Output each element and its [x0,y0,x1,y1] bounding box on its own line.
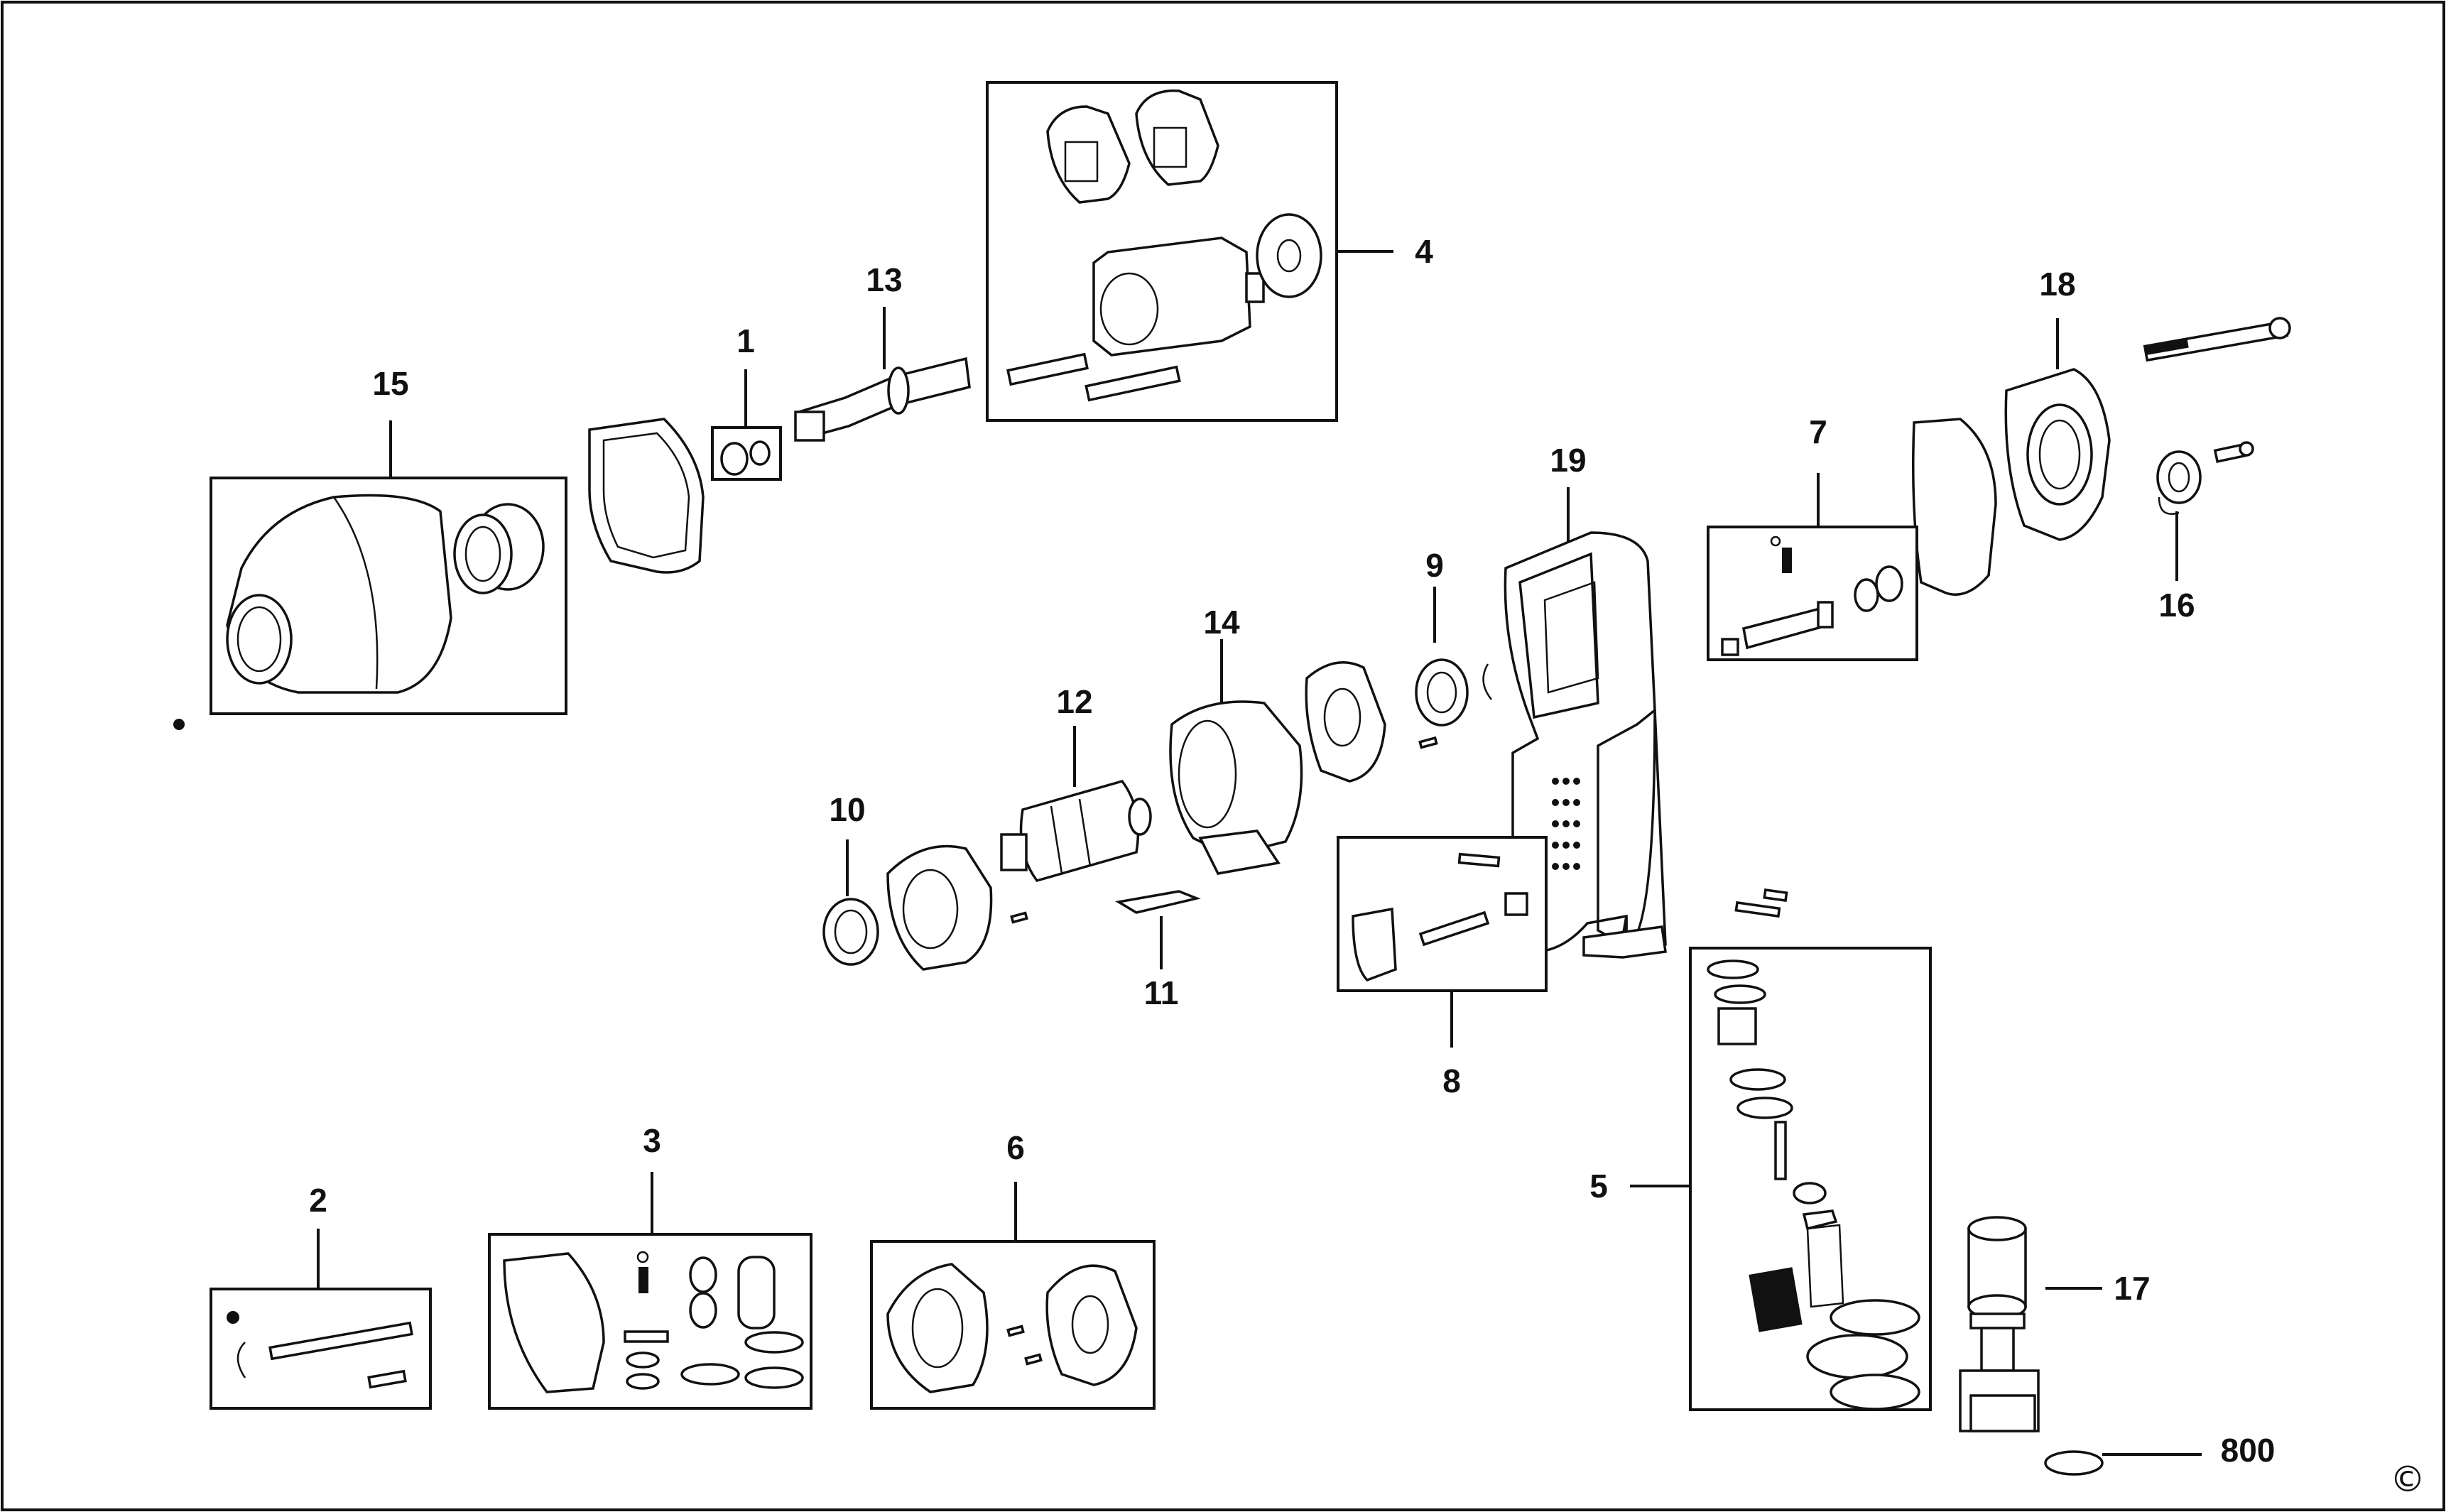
part-2-group: 2 [210,1182,432,1410]
part-13-anvil-group: 13 [794,261,971,442]
grip-texture [1552,778,1580,870]
part-16-group: 16 [2156,441,2254,624]
label-8: 8 [1442,1062,1461,1099]
part-1-group: 1 [711,322,782,481]
label-17: 17 [2114,1270,2150,1307]
front-gasket [588,418,705,574]
label-800: 800 [2221,1432,2276,1469]
label-12: 12 [1056,683,1092,720]
label-11: 11 [1144,974,1179,1011]
label-3: 3 [643,1122,661,1159]
part-12-rotor-group: 12 [1000,683,1152,883]
trigger [1352,907,1397,982]
part-4-group: 4 [986,81,1433,422]
part-3-group: 3 [488,1122,812,1410]
rear-end-plate [1305,661,1386,783]
label-4: 4 [1415,233,1433,270]
label-14: 14 [1203,604,1240,641]
label-18: 18 [2039,266,2075,303]
part-9-bearing-group: 9 [1415,547,1492,749]
part-15-hammer-case-group: 15 [173,365,567,730]
part-15-screw [173,719,185,730]
part-8-trigger-group: 8 [1337,836,1548,1099]
label-13: 13 [866,261,902,298]
label-1: 1 [736,322,755,359]
label-7: 7 [1809,413,1827,450]
label-2: 2 [309,1182,327,1219]
part-10-group: 10 [822,791,1028,971]
part-5-inlet-group: 5 [1589,947,1932,1411]
label-9: 9 [1425,547,1444,584]
label-19: 19 [1550,442,1586,479]
copyright-mark: © [2390,1459,2425,1500]
label-6: 6 [1006,1129,1025,1166]
part-11-vanes-group: 11 [1115,890,1201,1011]
part-7-group: 7 [1707,413,1918,661]
label-10: 10 [829,791,865,828]
part-14-cylinder-group: 14 [1169,604,1303,875]
label-15: 15 [372,365,408,402]
part-800-group: 800 [2044,1432,2276,1476]
label-16: 16 [2158,587,2195,624]
part-18-rear-cover-group: 18 [1912,266,2291,596]
rear-gasket [1912,418,1997,596]
part-17-swivel-group: 17 [1959,1216,2151,1432]
hammer-cage [1092,236,1251,357]
part-6-group: 6 [870,1129,1156,1410]
label-5: 5 [1589,1168,1608,1204]
